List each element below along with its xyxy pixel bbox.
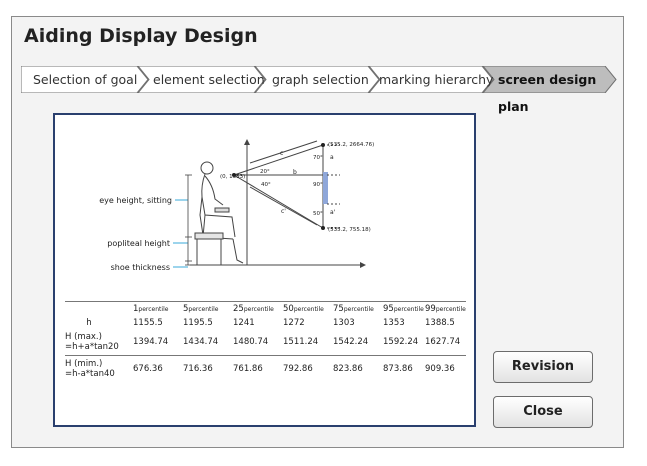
table-cell: 1542.24	[333, 337, 369, 348]
label-angle-40: 40°	[261, 182, 271, 188]
viewing-geometry-figure: eye height, sitting popliteal height sho…	[99, 139, 374, 272]
window-title: Aiding Display Design	[24, 25, 258, 47]
seated-person	[194, 161, 244, 265]
label-point-bottom: (535.2, 755.18)	[328, 227, 371, 233]
step-element-selection[interactable]: element selection	[153, 72, 265, 87]
step-shape-4	[368, 66, 494, 93]
table-cell: 1511.24	[283, 337, 319, 348]
revision-button[interactable]: Revision	[493, 351, 593, 383]
step-shape-5	[482, 66, 617, 93]
label-c-prime: c'	[281, 208, 286, 215]
table-cell: 1195.5	[183, 317, 213, 328]
label-a-prime: a'	[330, 209, 336, 216]
table-cell: 1434.74	[183, 337, 219, 348]
design-plan-panel: eye height, sitting popliteal height sho…	[53, 113, 476, 427]
label-shoe-thickness: shoe thickness	[111, 263, 170, 272]
leader-lines	[173, 199, 188, 268]
step-shape-1	[21, 66, 149, 93]
table-cell: 1627.74	[425, 337, 461, 348]
step-graph-selection[interactable]: graph selection	[272, 72, 369, 87]
step-selection-of-goal[interactable]: Selection of goal	[33, 72, 138, 87]
table-cell: 1480.74	[233, 337, 269, 348]
table-cell: 873.86	[383, 363, 413, 374]
table-cell: 676.36	[133, 363, 163, 374]
percentile-table: 1percentile 5percentile 25percentile 50p…	[65, 301, 466, 382]
table-cell: 1592.24	[383, 337, 419, 348]
step-screen-design-plan[interactable]: screen design plan	[498, 72, 597, 114]
label-angle-20: 20°	[260, 169, 270, 175]
label-point-origin: (0, 1353)	[220, 174, 245, 180]
row-label: H (mim.)=h-a*tan40	[65, 358, 115, 379]
table-header-row: 1percentile 5percentile 25percentile 50p…	[65, 301, 466, 316]
row-label: h	[86, 317, 92, 328]
step-marking-hierarchy[interactable]: marking hierarchy	[379, 72, 494, 87]
step-shape-2	[137, 66, 266, 93]
table-cell: 1303	[333, 317, 355, 328]
label-popliteal-height: popliteal height	[107, 239, 170, 248]
label-angle-70: 70°	[313, 155, 323, 161]
table-cell: 1394.74	[133, 337, 169, 348]
label-angle-90: 90°	[313, 182, 323, 188]
close-button[interactable]: Close	[493, 396, 593, 428]
header-p99: 99percentile	[425, 303, 466, 314]
table-row: h 1155.5 1195.5 1241 1272 1303 1353 1388…	[65, 316, 466, 330]
table-cell: 1388.5	[425, 317, 455, 328]
label-eye-height: eye height, sitting	[99, 196, 172, 205]
table-cell: 1272	[283, 317, 305, 328]
table-cell: 1353	[383, 317, 405, 328]
step-shape-3	[254, 66, 380, 93]
table-cell: 1241	[233, 317, 255, 328]
table-cell: 1155.5	[133, 317, 163, 328]
label-point-top: (535.2, 2664.76)	[328, 142, 374, 148]
header-p25: 25percentile	[233, 303, 274, 314]
height-ticks	[185, 174, 192, 266]
table-cell: 909.36	[425, 363, 455, 374]
table-cell: 716.36	[183, 363, 213, 374]
header-p1: 1percentile	[133, 303, 169, 314]
label-b: b	[293, 169, 297, 176]
label-a: a	[330, 154, 334, 161]
header-p95: 95percentile	[383, 303, 424, 314]
table-cell: 792.86	[283, 363, 313, 374]
label-c: c	[280, 150, 283, 157]
header-p5: 5percentile	[183, 303, 219, 314]
table-row: H (mim.)=h-a*tan40 676.36 716.36 761.86 …	[65, 356, 466, 382]
table-cell: 823.86	[333, 363, 363, 374]
step-breadcrumb: Selection of goal element selection grap…	[21, 66, 617, 114]
display-region	[323, 172, 328, 204]
step-arrows	[21, 66, 617, 93]
header-p50: 50percentile	[283, 303, 324, 314]
row-label: H (max.)=h+a*tan20	[65, 332, 119, 353]
table-row: H (max.)=h+a*tan20 1394.74 1434.74 1480.…	[65, 330, 466, 356]
label-angle-50: 50°	[313, 211, 323, 217]
table-cell: 761.86	[233, 363, 263, 374]
header-p75: 75percentile	[333, 303, 374, 314]
